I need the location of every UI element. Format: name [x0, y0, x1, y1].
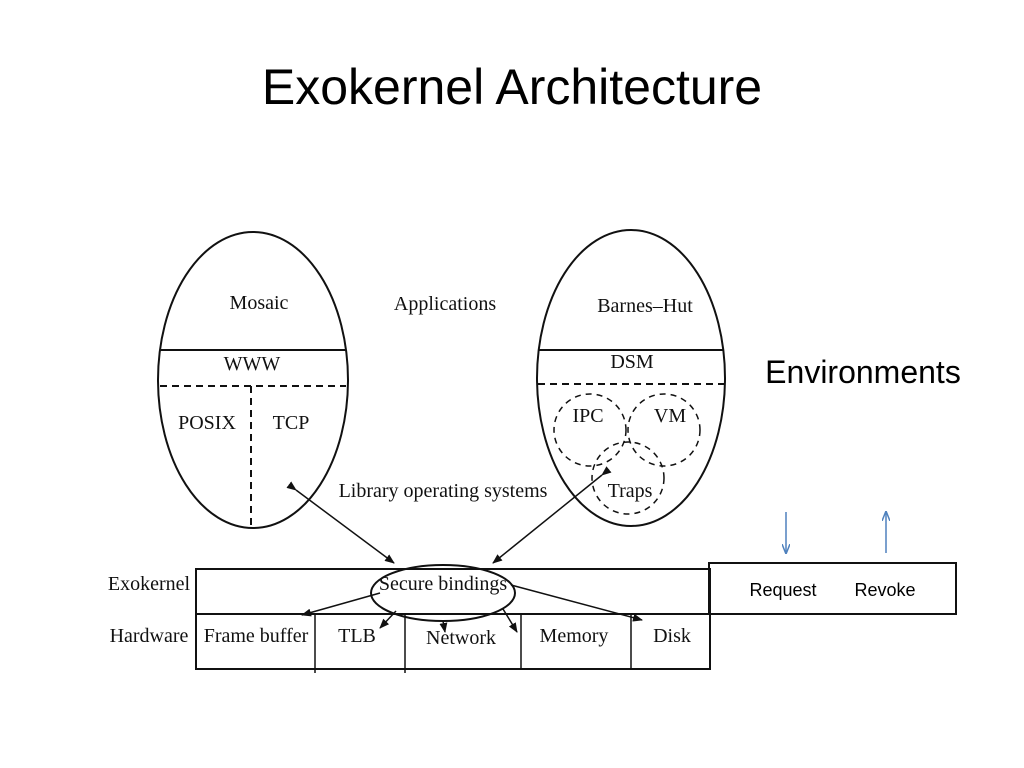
hardware-label: Hardware — [110, 625, 189, 647]
request-label: Request — [749, 580, 816, 600]
environments-label: Environments — [765, 354, 961, 390]
exokernel-label: Exokernel — [108, 573, 191, 595]
tcp-label: TCP — [273, 412, 310, 434]
memory-cell: Memory — [540, 625, 609, 647]
www-label: WWW — [224, 353, 281, 375]
traps-label: Traps — [608, 480, 653, 502]
library-os-label: Library operating systems — [339, 480, 548, 502]
posix-label: POSIX — [178, 412, 236, 434]
secure-bindings-label: Secure bindings — [379, 573, 508, 595]
right-application-environment: Barnes–Hut DSM IPC VM Traps — [536, 229, 726, 527]
exokernel-block: Secure bindings — [195, 564, 711, 673]
request-revoke-panel: Request Revoke — [708, 512, 957, 615]
mosaic-label: Mosaic — [230, 292, 289, 314]
network-cell: Network — [426, 627, 496, 649]
frame-buffer-cell: Frame buffer — [204, 625, 309, 647]
applications-label: Applications — [394, 293, 496, 315]
ipc-label: IPC — [572, 405, 603, 427]
binding-arrows — [286, 466, 643, 633]
page-title: Exokernel Architecture — [261, 59, 763, 115]
barnes-hut-label: Barnes–Hut — [597, 295, 693, 317]
dsm-label: DSM — [610, 351, 654, 373]
revoke-label: Revoke — [854, 580, 915, 600]
disk-cell: Disk — [653, 625, 691, 647]
left-application-environment: Mosaic WWW POSIX TCP — [157, 231, 349, 529]
vm-label: VM — [654, 405, 686, 427]
tlb-cell: TLB — [338, 625, 376, 647]
